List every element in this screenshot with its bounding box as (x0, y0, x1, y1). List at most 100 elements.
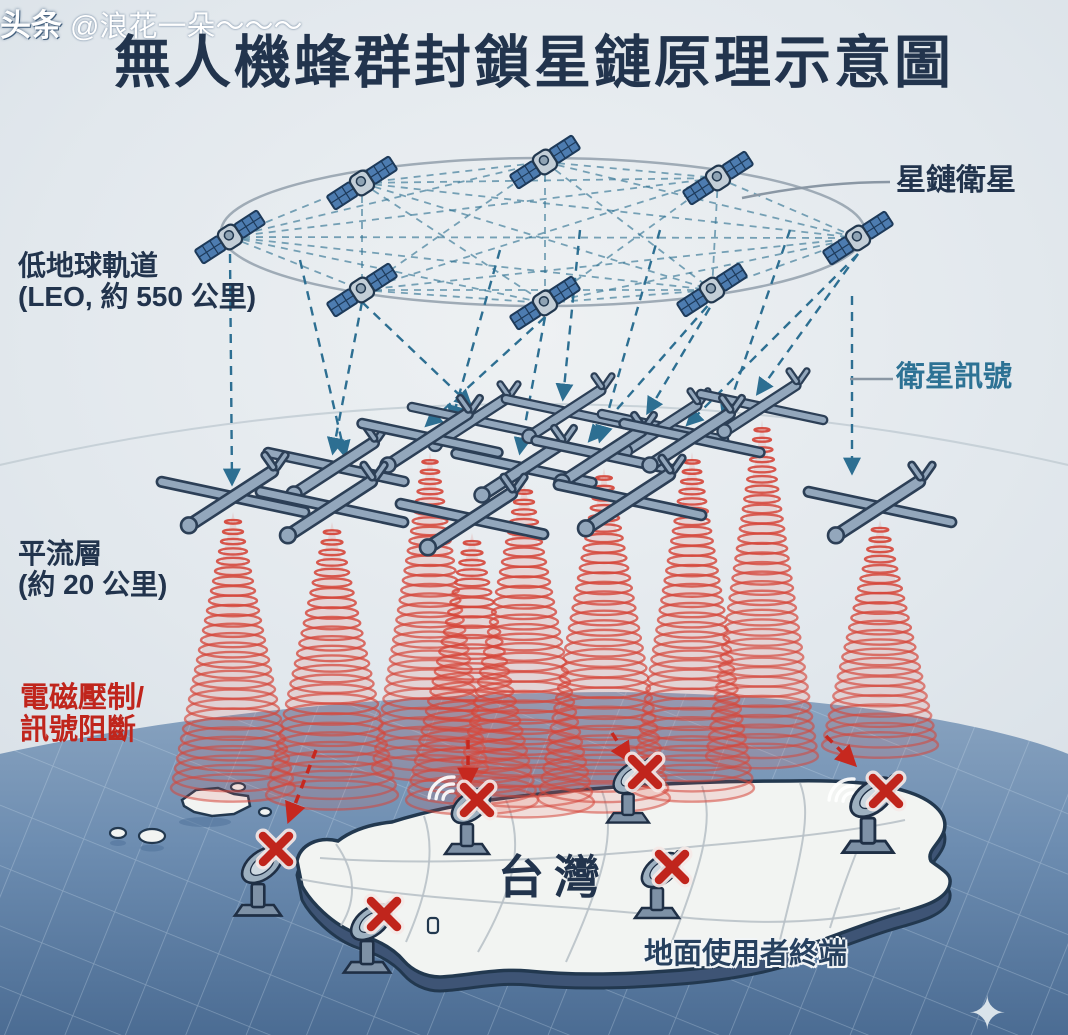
cone-ring (656, 611, 728, 629)
watermark-brand: 头条 (0, 8, 62, 43)
cone-ring (735, 541, 789, 556)
cone-ring (720, 637, 804, 658)
signal-arrow (298, 259, 351, 459)
blocked-x-icon (659, 854, 685, 880)
mesh-link (229, 177, 719, 238)
cone-ring (861, 563, 899, 574)
wifi-arc (827, 777, 856, 802)
islet (108, 826, 128, 840)
cone-ring (267, 769, 397, 801)
cone-ring (264, 779, 400, 811)
blocked-x-icon (464, 787, 490, 813)
mesh-link (361, 182, 546, 304)
jamming-arrow (610, 732, 632, 764)
cone-ring (391, 630, 469, 649)
mesh-link (229, 236, 859, 239)
cone-ring (827, 703, 933, 729)
cone-ring (175, 744, 291, 772)
cone-ring (416, 487, 444, 496)
cone-ring (472, 689, 576, 715)
cone-ring (565, 628, 643, 648)
cone-ring (411, 516, 449, 527)
mesh-link (544, 177, 719, 304)
cone-ring (651, 639, 733, 660)
cone-ring (291, 663, 373, 684)
stratosphere-line1: 平流層 (18, 538, 103, 569)
county-border-line (319, 819, 906, 863)
jamming-cone (704, 420, 820, 770)
cone-ring (745, 474, 779, 484)
cone-ring (637, 725, 747, 752)
wifi-arc (427, 775, 456, 800)
cone-ring (458, 558, 486, 567)
cone-ring (658, 601, 726, 619)
cone-ring (417, 478, 443, 486)
cone-ring (665, 563, 719, 578)
cone-ring (191, 669, 275, 690)
cone-ring (215, 556, 251, 567)
cone-ring (870, 526, 890, 533)
cone-ring (567, 619, 641, 637)
cone-ring (731, 570, 793, 586)
islet-shadow (179, 817, 231, 827)
cone-ring (641, 697, 743, 721)
satellite-icon (323, 259, 401, 321)
cone-ring (496, 575, 552, 589)
cone-ring (551, 705, 657, 731)
cone-ring (825, 712, 935, 739)
cone-ring (734, 551, 790, 566)
mesh-link (711, 177, 719, 291)
blocked-x-icon (873, 778, 899, 804)
blocked-x-icon (371, 901, 397, 927)
cone-ring (271, 750, 393, 779)
cone-ring (199, 631, 267, 649)
mesh-link (361, 177, 719, 291)
signal-arrow (555, 229, 582, 402)
wifi-arc (834, 784, 856, 803)
jamming-line1: 電磁壓制/ (20, 682, 145, 714)
cone-ring (302, 615, 362, 631)
leo-orbit-line1: 低地球軌道 (18, 250, 159, 281)
cone-ring (729, 579, 795, 597)
cone-ring (569, 609, 639, 627)
cone-ring (573, 590, 635, 606)
cone-ring (863, 554, 897, 564)
cone-ring (488, 613, 560, 631)
cone-ring (681, 468, 703, 476)
cone-ring (484, 632, 564, 652)
cone-ring (660, 592, 724, 609)
cone-ring (747, 465, 777, 474)
signal-arrow (720, 229, 792, 424)
cone-ring (403, 563, 457, 578)
cone-ring (462, 737, 586, 767)
cone-ring (421, 458, 439, 465)
blocked-x-icon (632, 759, 658, 785)
cone-ring (584, 532, 624, 544)
mesh-link (544, 237, 859, 304)
cone-ring (444, 615, 500, 629)
cone-ring (219, 537, 247, 546)
cone-ring (492, 594, 556, 610)
cone-ring (653, 630, 731, 650)
cone-ring (823, 721, 937, 749)
islet-shadow (140, 844, 164, 852)
cone-ring (854, 591, 906, 605)
cone-ring (709, 713, 815, 739)
cone-ring (298, 634, 366, 652)
signal-arrow (222, 253, 241, 487)
cone-ring (217, 547, 249, 556)
cone-ring (273, 740, 391, 769)
wifi-signal-icon (827, 777, 856, 803)
mesh-link (544, 161, 713, 291)
cone-ring (679, 478, 705, 486)
cone-ring (843, 638, 917, 657)
cone-ring (725, 608, 799, 627)
mesh-link (229, 236, 713, 291)
cone-ring (474, 680, 574, 704)
cone-ring (462, 539, 482, 546)
leo-orbit-line2: (LEO, 約 550 公里) (18, 281, 257, 313)
jamming-label: 電磁壓制/ 訊號阻斷 (20, 682, 144, 747)
cone-ring (295, 644, 369, 663)
satellite-icon (323, 152, 401, 214)
